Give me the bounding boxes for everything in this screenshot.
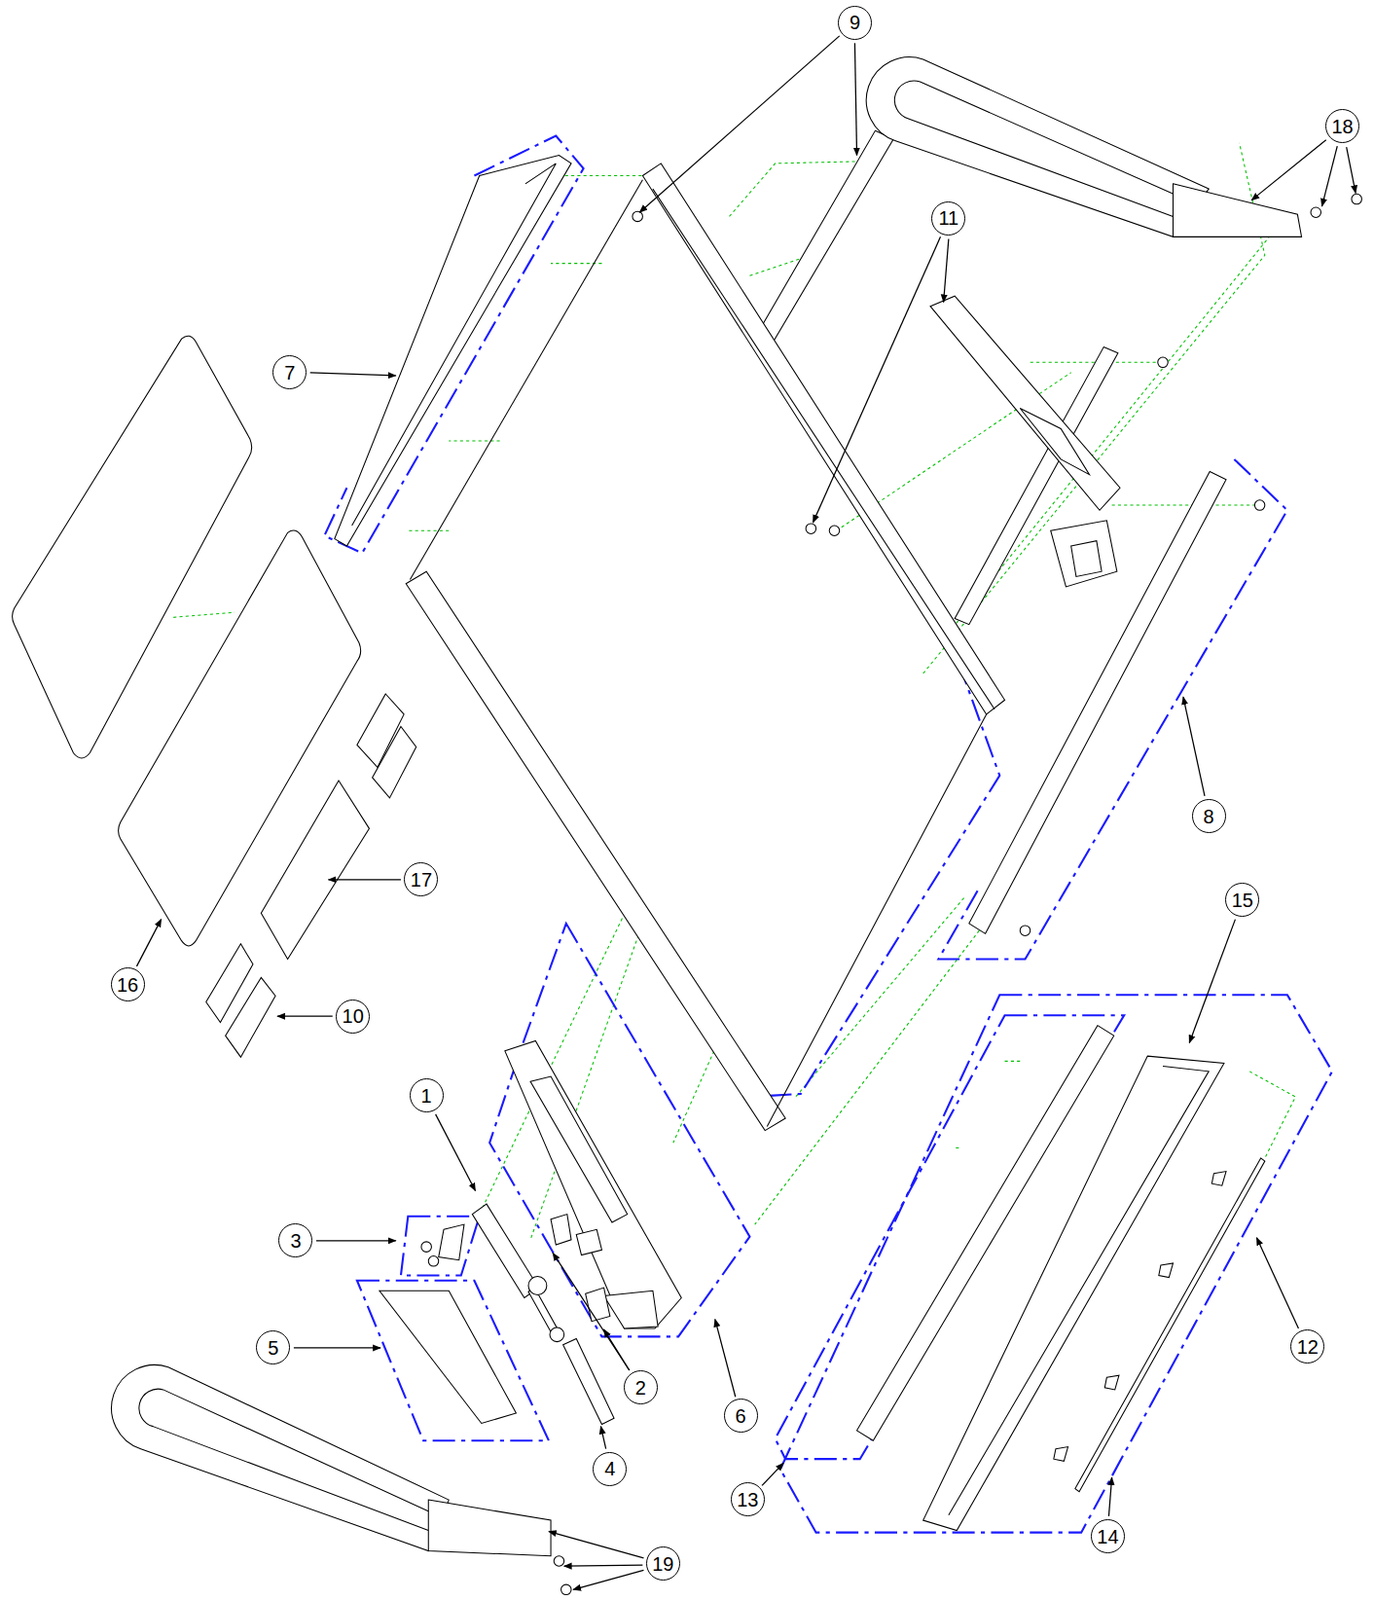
callout-circle: 2 bbox=[623, 1370, 658, 1405]
callout-circle: 12 bbox=[1290, 1329, 1325, 1364]
callout-number: 15 bbox=[1231, 890, 1254, 910]
callout-number: 1 bbox=[421, 1085, 433, 1106]
callout-number: 4 bbox=[604, 1458, 615, 1479]
callout-number: 2 bbox=[635, 1377, 647, 1398]
callout-circle: 1 bbox=[409, 1078, 444, 1113]
callout-number: 9 bbox=[849, 12, 861, 33]
callout-circle: 7 bbox=[272, 355, 307, 390]
callout-number: 10 bbox=[342, 1006, 364, 1026]
callout-number: 19 bbox=[651, 1554, 674, 1574]
callout-circle: 4 bbox=[592, 1451, 627, 1486]
callout-number: 3 bbox=[289, 1230, 301, 1251]
callout-number: 12 bbox=[1297, 1337, 1319, 1357]
callout-number: 6 bbox=[734, 1406, 746, 1426]
callout-circle: 17 bbox=[403, 862, 438, 897]
callout-circle: 10 bbox=[335, 999, 370, 1034]
callout-number: 5 bbox=[267, 1337, 279, 1358]
callout-circle: 18 bbox=[1325, 108, 1360, 144]
callout-number: 14 bbox=[1096, 1526, 1119, 1547]
callout-number: 16 bbox=[116, 975, 139, 995]
callout-circle: 15 bbox=[1225, 882, 1260, 917]
callout-circle: 5 bbox=[255, 1330, 290, 1365]
callout-circle: 14 bbox=[1090, 1518, 1125, 1554]
callout-number: 8 bbox=[1203, 806, 1215, 827]
callout-circle: 19 bbox=[646, 1546, 681, 1581]
callout-number: 17 bbox=[410, 869, 433, 890]
callout-circle: 11 bbox=[931, 201, 966, 236]
callout-number: 18 bbox=[1331, 116, 1353, 137]
callout-circle: 9 bbox=[837, 5, 872, 40]
callout-circle: 16 bbox=[110, 967, 145, 1002]
callout-number: 11 bbox=[938, 208, 959, 228]
callout-circle: 8 bbox=[1192, 798, 1227, 833]
callout-number: 7 bbox=[284, 362, 295, 383]
callout-circle: 6 bbox=[723, 1398, 759, 1433]
callout-number: 13 bbox=[736, 1489, 759, 1510]
callout-circle: 3 bbox=[278, 1223, 313, 1258]
callout-circle: 13 bbox=[730, 1482, 765, 1517]
